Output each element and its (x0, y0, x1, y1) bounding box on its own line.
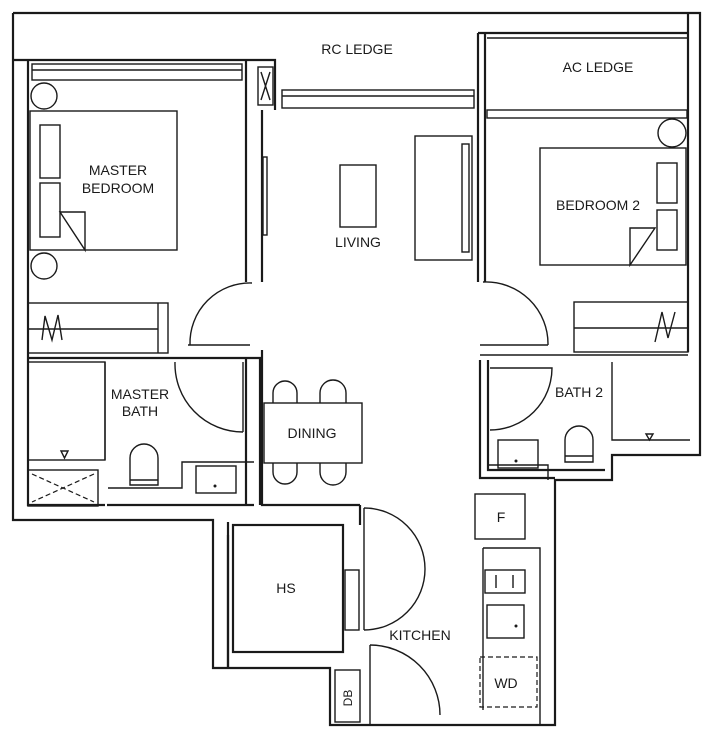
label-master-bedroom-2: BEDROOM (82, 180, 154, 196)
label-bath-2: BATH 2 (555, 384, 603, 400)
bedroom-2: AC LEDGE BEDROOM 2 (476, 31, 689, 356)
master-bedroom: MASTER BEDROOM (13, 58, 277, 354)
label-master-bath-2: BATH (122, 403, 158, 419)
label-rc-ledge: RC LEDGE (321, 41, 393, 57)
label-kitchen: KITCHEN (389, 627, 450, 643)
label-hs: HS (276, 580, 295, 596)
label-washer-dryer: WD (494, 675, 517, 691)
label-fridge: F (497, 509, 506, 525)
bath-2: BATH 2 (478, 360, 690, 480)
dining-area: DINING (260, 350, 363, 507)
label-db: DB (341, 690, 355, 707)
label-bedroom-2: BEDROOM 2 (556, 197, 640, 213)
living-area: LIVING RC LEDGE (281, 41, 475, 261)
label-master-bath-1: MASTER (111, 386, 169, 402)
label-master-bedroom-1: MASTER (89, 162, 147, 178)
master-bath: MASTER BATH (27, 356, 262, 507)
outer-walls (11, 11, 702, 727)
kitchen-area: HS KITCHEN F WD DB (226, 493, 541, 725)
label-living: LIVING (335, 234, 381, 250)
label-ac-ledge: AC LEDGE (563, 59, 634, 75)
label-dining: DINING (288, 425, 337, 441)
